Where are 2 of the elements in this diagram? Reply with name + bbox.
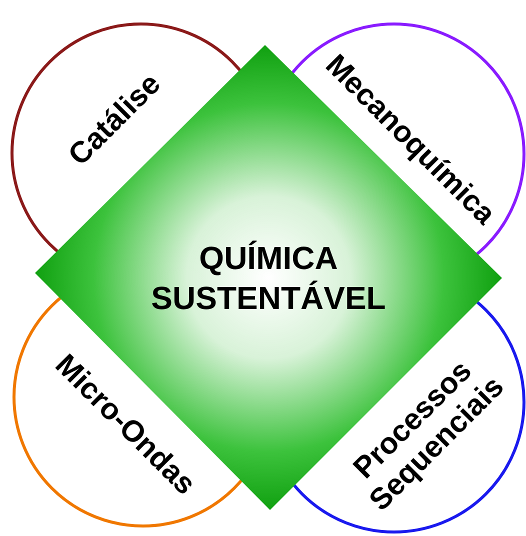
center-diamond [35,45,502,510]
center-title: QUÍMICA SUSTENTÁVEL [150,238,387,318]
